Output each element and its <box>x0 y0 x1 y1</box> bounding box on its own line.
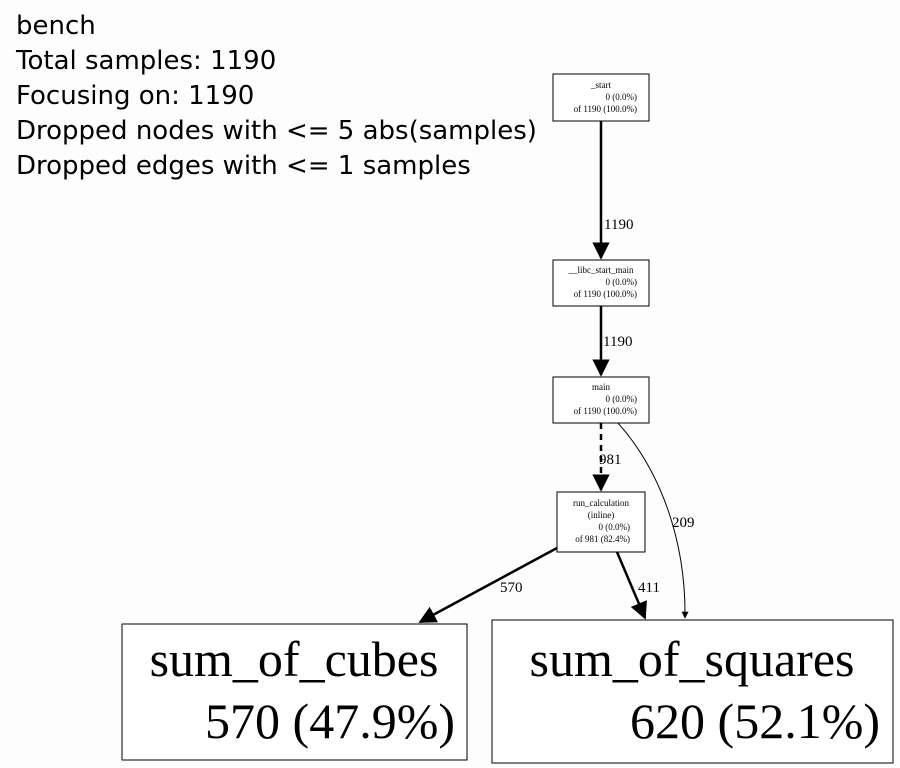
legend-focusing-on: Focusing on: 1190 <box>16 81 254 111</box>
edge-run-calculation-to-sum-of-squares[interactable]: 411 <box>615 551 660 620</box>
node-main[interactable]: main 0 (0.0%) of 1190 (100.0%) <box>552 376 650 424</box>
edge-weight-label: 1190 <box>604 217 633 233</box>
node-name: run_calculation <box>573 498 629 508</box>
legend-dropped-nodes: Dropped nodes with <= 5 abs(samples) <box>16 116 537 146</box>
legend: bench Total samples: 1190 Focusing on: 1… <box>15 11 537 181</box>
node-sum-of-squares[interactable]: sum_of_squares 620 (52.1%) <box>491 619 894 764</box>
node-sum-of-cubes[interactable]: sum_of_cubes 570 (47.9%) <box>121 623 468 761</box>
edge-weight-label: 981 <box>599 452 622 468</box>
node-flat: 0 (0.0%) <box>606 92 638 102</box>
edge-start-to-libc[interactable]: 1190 <box>592 121 633 260</box>
node-inline-note: (inline) <box>588 510 615 520</box>
node-flat: 0 (0.0%) <box>606 277 638 287</box>
legend-dropped-edges: Dropped edges with <= 1 samples <box>16 151 471 181</box>
node-start[interactable]: _start 0 (0.0%) of 1190 (100.0%) <box>552 73 650 122</box>
node-name: _start <box>590 80 611 90</box>
node-name: main <box>592 382 610 392</box>
node-flat: 0 (0.0%) <box>599 522 631 532</box>
edge-weight-label: 411 <box>638 580 660 596</box>
node-libc-start-main[interactable]: __libc_start_main 0 (0.0%) of 1190 (100.… <box>552 259 650 307</box>
node-name: __libc_start_main <box>568 265 634 275</box>
legend-total-samples: Total samples: 1190 <box>15 46 276 76</box>
node-cum: of 1190 (100.0%) <box>574 104 637 114</box>
edge-main-to-sum-of-squares[interactable]: 209 <box>617 422 695 619</box>
edge-weight-label: 209 <box>672 515 695 531</box>
edge-weight-label: 570 <box>500 580 523 596</box>
edge-run-calculation-to-sum-of-cubes[interactable]: 570 <box>418 546 558 624</box>
node-cum: of 1190 (100.0%) <box>574 289 637 299</box>
node-flat: 570 (47.9%) <box>205 693 455 749</box>
node-name: sum_of_squares <box>530 631 855 687</box>
edge-libc-to-main[interactable]: 1190 <box>592 306 632 377</box>
node-run-calculation[interactable]: run_calculation (inline) 0 (0.0%) of 981… <box>556 491 646 553</box>
node-flat: 620 (52.1%) <box>630 693 880 749</box>
legend-profile-name: bench <box>16 11 96 41</box>
node-name: sum_of_cubes <box>150 631 439 687</box>
edge-weight-label: 1190 <box>603 334 632 350</box>
node-flat: 0 (0.0%) <box>606 394 638 404</box>
edge-main-to-run-calculation[interactable]: 981 <box>592 423 622 492</box>
node-cum: of 981 (82.4%) <box>575 534 630 544</box>
node-cum: of 1190 (100.0%) <box>574 406 637 416</box>
